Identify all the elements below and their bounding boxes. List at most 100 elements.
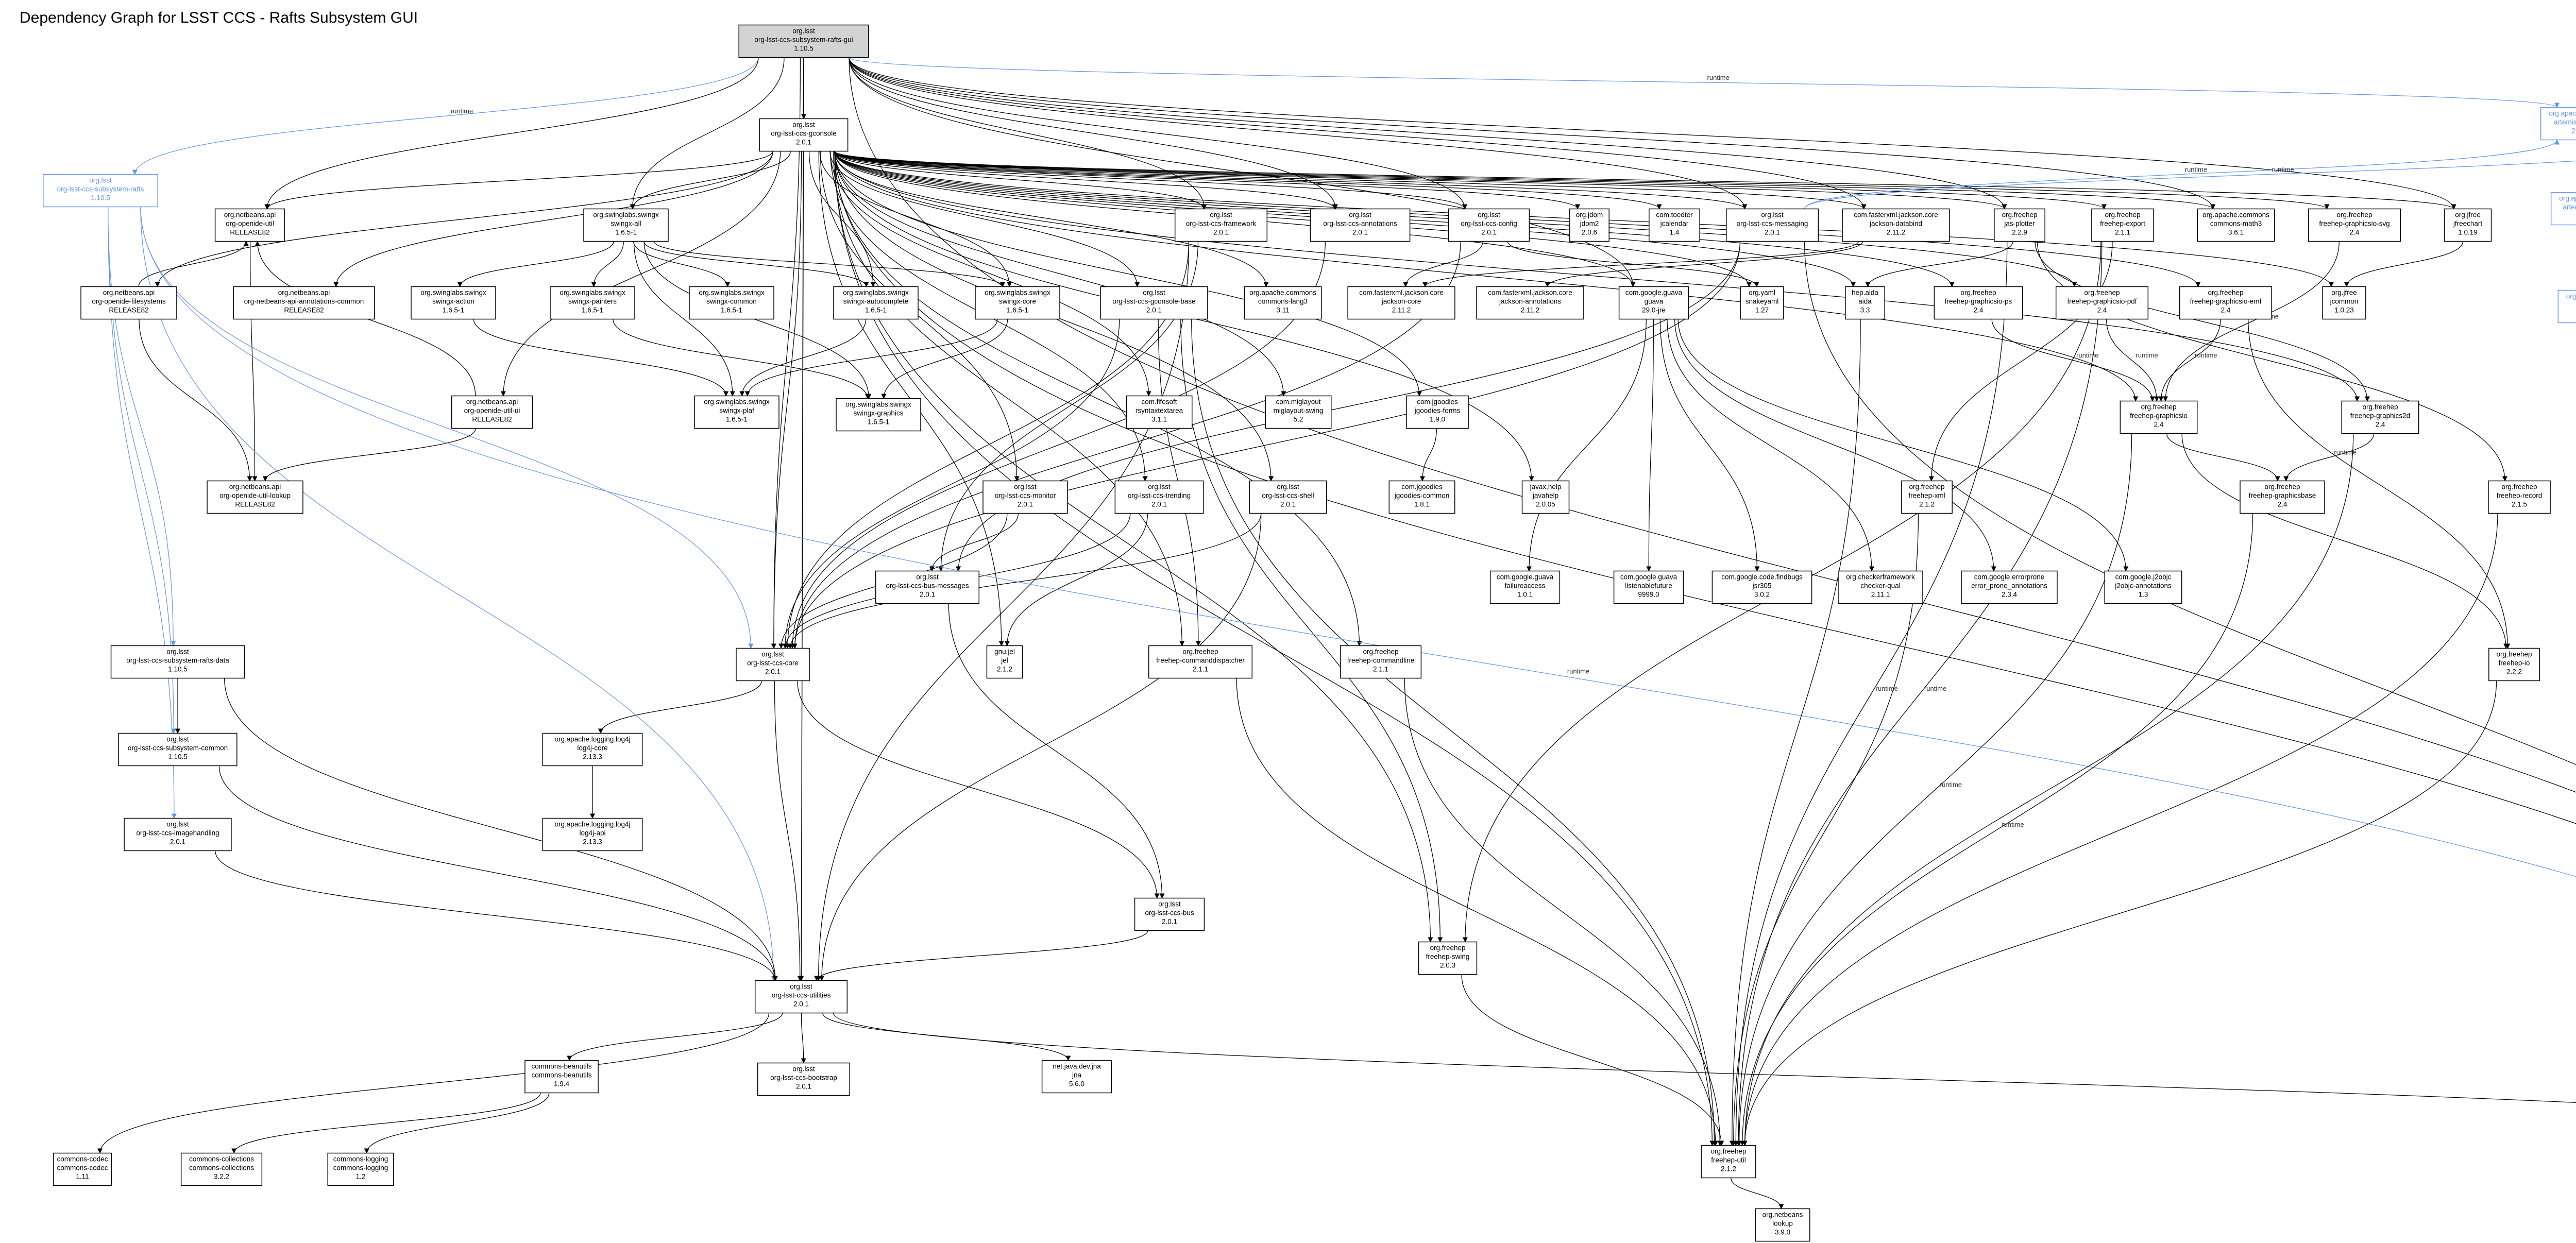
graph-node-label: org.lsst [1210,211,1232,219]
graph-node-label: org-lsst-ccs-gconsole [771,130,837,138]
graph-edge [797,680,1160,899]
graph-node-label: 2.0.05 [1536,501,1555,508]
graph-node-label: org-lsst-ccs-core [747,659,799,667]
graph-node-label: 2.0.1 [1280,501,1296,508]
graph-node-label: 2.0.1 [765,668,781,676]
graph-node-label: org.swinglabs.swingx [704,398,770,406]
graph-node-label: 1.10.5 [168,666,188,673]
graph-node-label: jackson-core [1381,298,1421,305]
graph-node-box [875,570,979,604]
graph-node-label: org-lsst-ccs-config [1461,220,1517,228]
graph-node-label: 29.0-jre [1642,307,1666,314]
graph-node-label: 2.13.3 [583,753,602,761]
graph-node-box [982,480,1068,514]
graph-node-label: org.lsst [166,648,189,656]
graph-node-label: 2.0.1 [1151,501,1167,508]
graph-node-label: 2.1.5 [2512,501,2527,508]
graph-edge [834,151,1867,210]
graph-node-label: org.freehep [2264,483,2300,491]
graph-node-label: org.swinglabs.swingx [560,289,625,297]
graph-edge [500,151,781,397]
graph-edge [140,207,776,981]
graph-node-nb-annot: org.netbeans.apiorg-netbeans-api-annotat… [233,286,375,320]
graph-node-box [2308,208,2401,242]
graph-nodes: org.lsstorg-lsst-ccs-subsystem-rafts-gui… [43,24,2576,1242]
graph-node-label: freehep-swing [1426,953,1470,961]
graph-node-nb-util: org.netbeans.apiorg-openide-utilRELEASE8… [214,208,285,242]
graph-node-label: org-lsst-ccs-monitor [995,492,1056,500]
graph-node-label: com.fifesoft [1141,398,1177,406]
graph-edge [834,151,1662,210]
graph-node-label: 3.11 [1276,307,1289,314]
graph-node-box [736,648,810,682]
graph-edge [1404,678,1723,1146]
graph-node-label: 1.10.5 [794,45,814,53]
graph-node-box [1244,286,1322,320]
graph-node-label: org-lsst-ccs-subsystem-common [128,744,228,752]
graph-node-label: 2.0.1 [170,838,185,846]
graph-edge [2106,319,2160,402]
graph-node-label: jel [1001,657,1008,665]
graph-edge [567,1013,783,1061]
graph-edge [2163,241,2340,402]
graph-edge [2181,433,2509,649]
graph-node-label: com.fasterxml.jackson.core [1854,211,1938,219]
graph-edge [364,1093,550,1154]
graph-edge [1180,319,1443,943]
graph-edge [1191,319,1717,1146]
graph-node-box [1901,480,1953,514]
graph-node-label: 3.3 [1860,307,1870,314]
graph-node-label: org.freehep [1182,648,1218,656]
graph-edge [613,319,870,399]
graph-edge [849,57,1207,210]
graph-node-label: 2.4 [2350,229,2360,236]
graph-edge [643,241,869,287]
graph-node-label: org.freehep [1909,483,1944,491]
graph-edge [643,241,872,399]
graph-node-label: 1.9.4 [554,1080,570,1088]
graph-edge [1731,513,1919,1146]
graph-node-box [1448,208,1530,242]
graph-node-label: org-lsst-ccs-imagehandling [136,829,219,837]
graph-edge [834,151,1362,646]
graph-node-label: swingx-painters [568,298,617,305]
graph-node-label: 2.0.1 [1213,229,1229,236]
graph-edge [782,319,1120,649]
graph-node-label: 2.0.1 [920,591,935,599]
graph-edge [1804,160,2576,209]
graph-node-jackson-databind: com.fasterxml.jackson.corejackson-databi… [1842,208,1950,242]
graph-edge [1742,513,2498,1146]
graph-edge [819,513,1262,981]
graph-node-box [550,286,635,320]
graph-node-label: org.freehep [2105,211,2140,219]
graph-node-box [1994,208,2045,242]
graph-node-label: 3.1.1 [1151,416,1167,423]
graph-node-label: org.freehep [2084,289,2120,297]
graph-edge [97,1013,770,1154]
graph-node-label: org-lsst-ccs-bus [1145,909,1194,917]
graph-node-label: swingx-action [432,298,474,305]
graph-node-box [1613,570,1684,604]
graph-edge [1236,678,1718,1146]
graph-edge [653,241,1005,287]
graph-node-label: 1.10.5 [91,194,110,202]
graph-node-box [1701,1145,1756,1179]
graph-node-label: 2.1.2 [997,666,1012,673]
graph-node-box [1406,395,1469,429]
graph-node-box [583,208,669,242]
graph-edge [1461,974,1724,1146]
graph-node-label: hep.aida [1852,289,1878,297]
graph-edge [598,680,762,734]
graph-node-label: swingx-graphics [854,410,904,417]
graph-edge [591,241,624,287]
graph-node-label: freehep-util [1711,1156,1746,1164]
